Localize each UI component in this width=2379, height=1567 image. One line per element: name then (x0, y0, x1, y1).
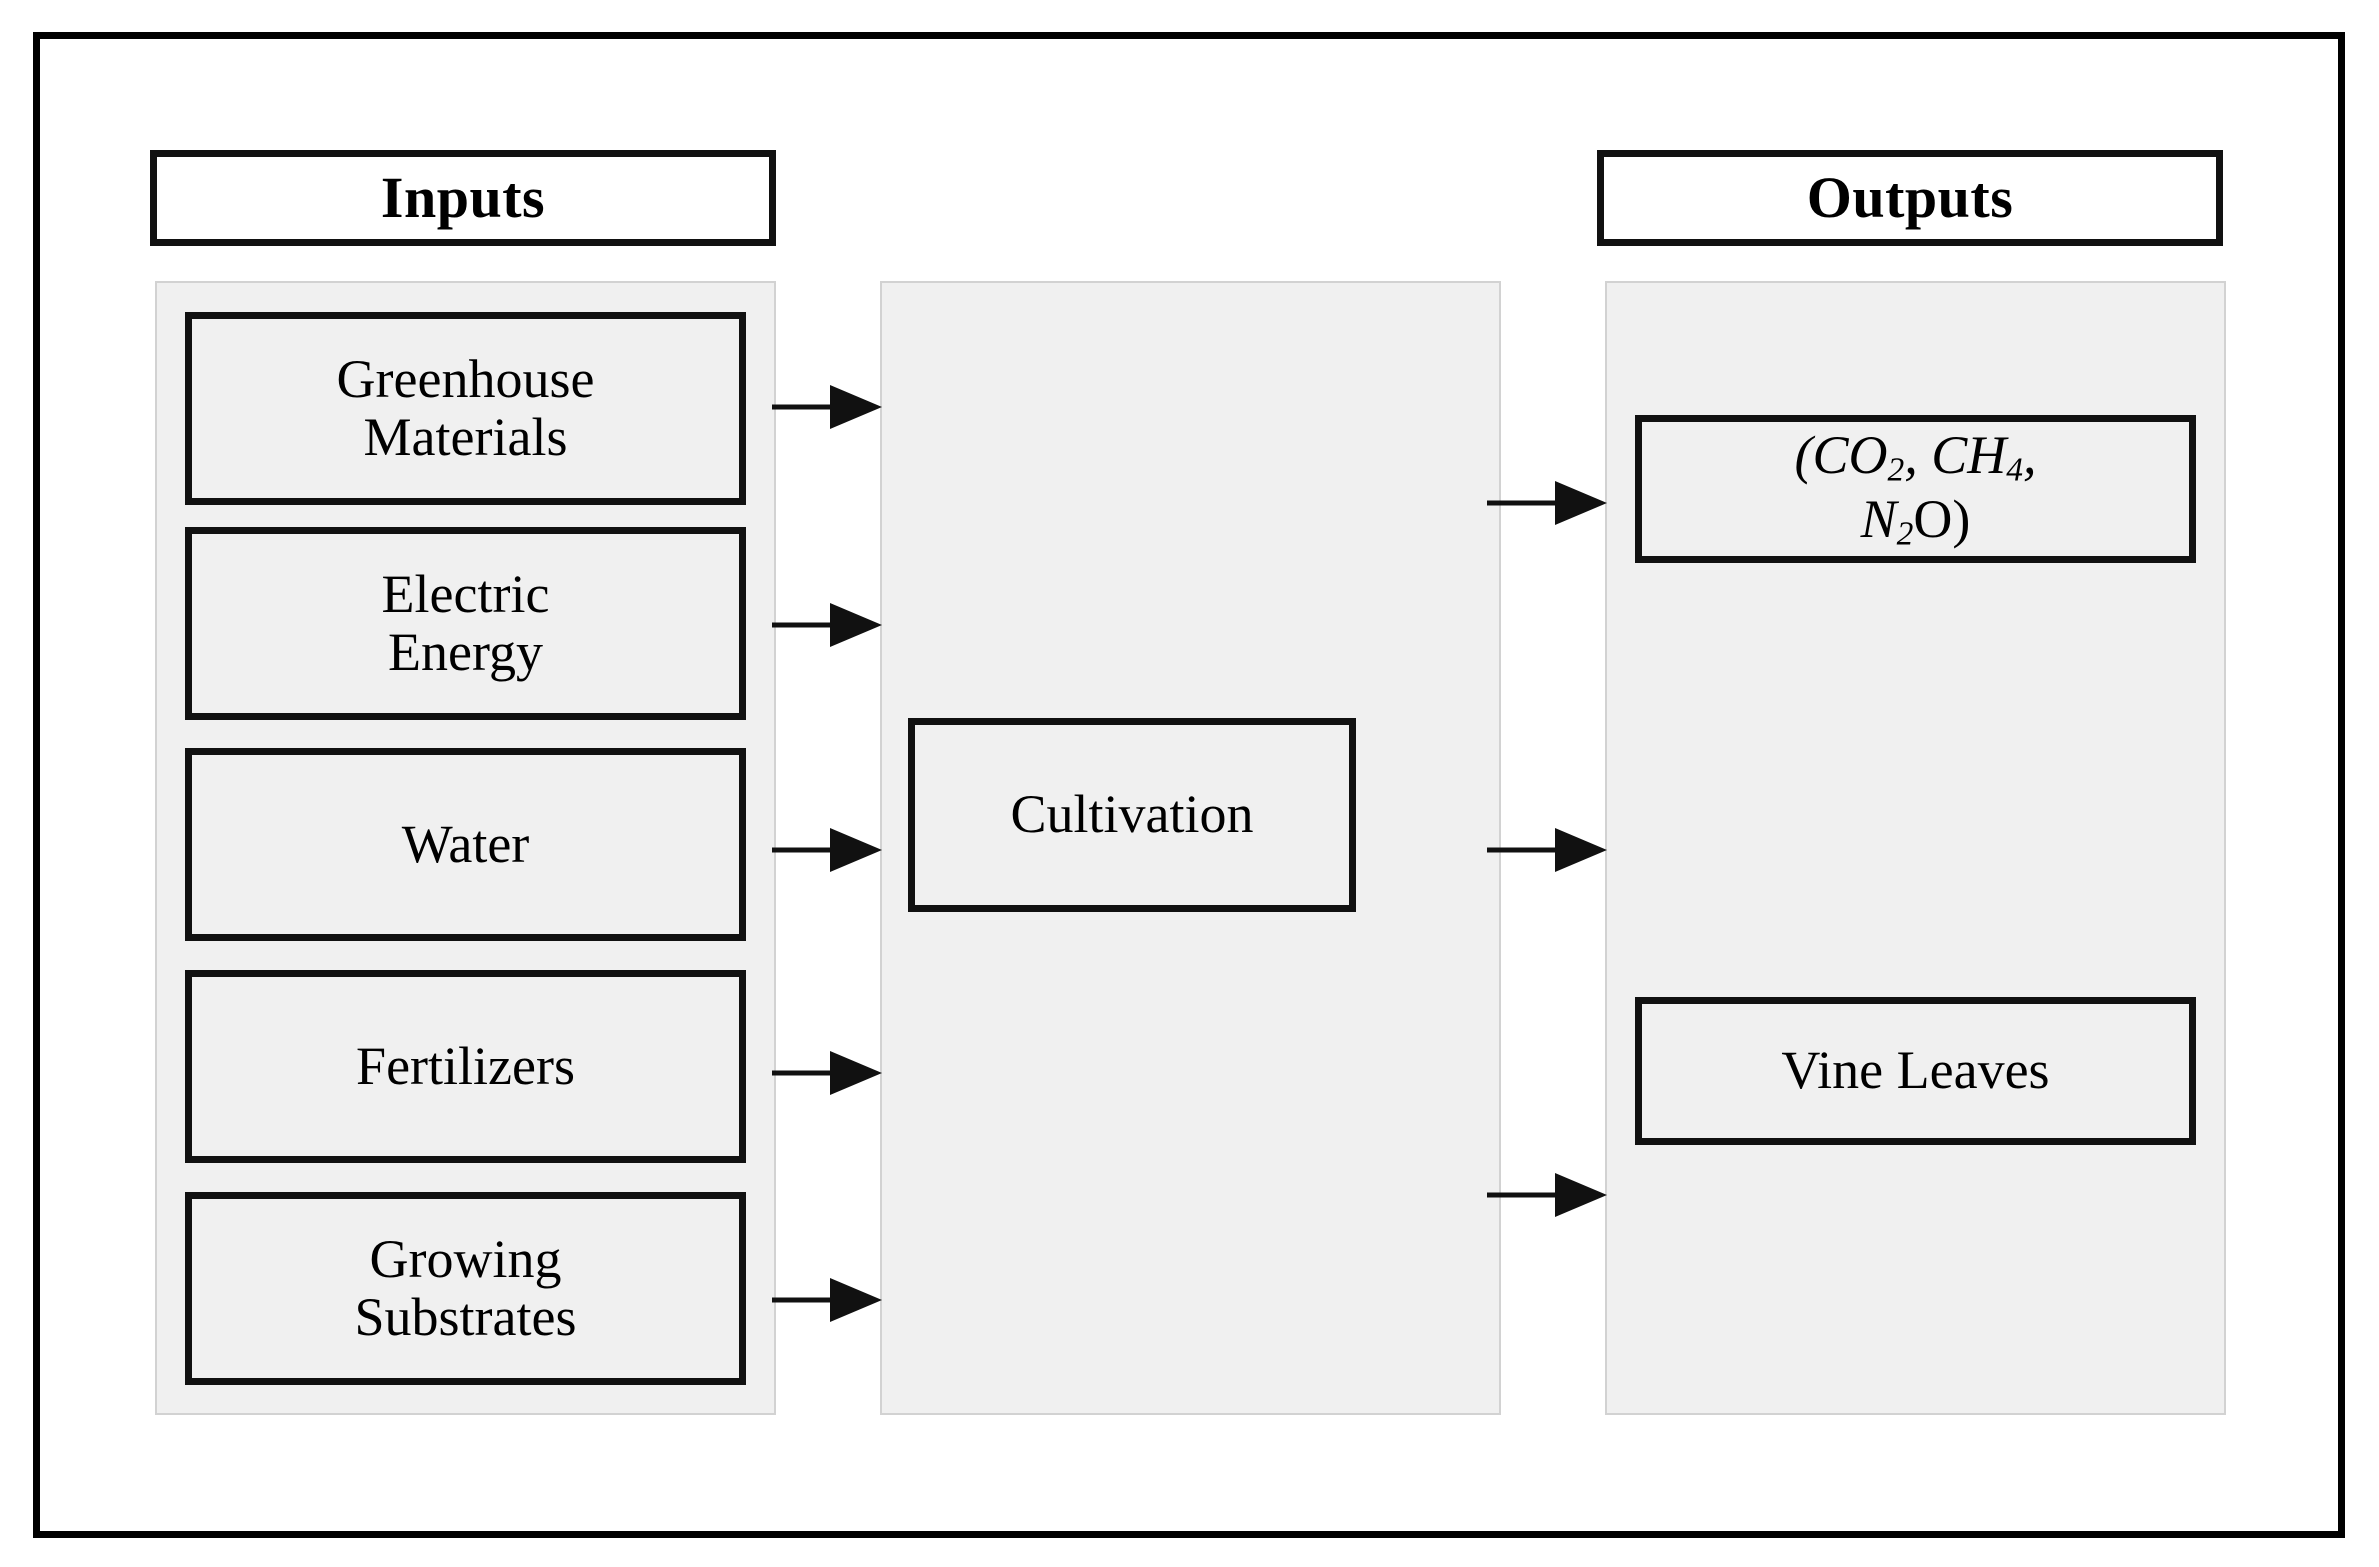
emissions-n-subscript: 2 (1896, 515, 1914, 553)
input-label-line1: Electric (381, 564, 550, 625)
arrow-cultivation-to-vine-leaves (1487, 1165, 1609, 1225)
arrow-water-to-cultivation (772, 820, 884, 880)
process-box-cultivation: Cultivation (908, 718, 1356, 912)
input-label-water: Water (401, 813, 530, 874)
input-label-electric-energy: Electric Energy (382, 566, 550, 680)
emissions-close-paren: ) (1952, 489, 1971, 549)
outputs-header-box: Outputs (1597, 150, 2223, 246)
output-box-vine-leaves: Vine Leaves (1635, 997, 2196, 1145)
input-label-line1: Growing (369, 1229, 562, 1290)
arrow-cultivation-to-outputs-middle (1487, 820, 1609, 880)
input-box-growing-substrates: Growing Substrates (185, 1192, 746, 1385)
inputs-header-box: Inputs (150, 150, 776, 246)
input-box-electric-energy: Electric Energy (185, 527, 746, 720)
inputs-header-label: Inputs (380, 165, 546, 230)
process-label-cultivation: Cultivation (1010, 784, 1254, 845)
emissions-open-paren: ( (1794, 425, 1813, 486)
input-label-line2: Substrates (354, 1286, 577, 1347)
input-box-greenhouse-materials: Greenhouse Materials (185, 312, 746, 505)
output-label-vine-leaves: Vine Leaves (1781, 1040, 2050, 1101)
emissions-co: CO (1812, 425, 1888, 486)
diagram-outer-frame (33, 32, 2345, 1538)
input-label-line1: Greenhouse (336, 349, 595, 410)
input-label-fertilizers: Fertilizers (356, 1035, 575, 1096)
output-label-emissions: (CO2, CH4,N2O) (1795, 425, 2037, 553)
arrow-growing-substrates-to-cultivation (772, 1270, 884, 1330)
emissions-ch: CH (1931, 425, 2007, 486)
emissions-n: N (1860, 489, 1897, 549)
input-label-greenhouse-materials: Greenhouse Materials (337, 351, 595, 465)
emissions-co-subscript: 2 (1887, 451, 1905, 489)
arrow-greenhouse-materials-to-cultivation (772, 377, 884, 437)
outputs-header-label: Outputs (1806, 165, 2014, 230)
input-label-line2: Energy (388, 621, 543, 682)
emissions-comma-1: , (1904, 425, 1932, 486)
arrow-electric-energy-to-cultivation (772, 595, 884, 655)
arrow-fertilizers-to-cultivation (772, 1043, 884, 1103)
input-box-fertilizers: Fertilizers (185, 970, 746, 1163)
emissions-comma-2: , (2022, 425, 2037, 486)
input-label-line2: Materials (363, 406, 568, 467)
emissions-ch-subscript: 4 (2006, 451, 2023, 489)
arrow-cultivation-to-emissions (1487, 473, 1609, 533)
emissions-o: O (1913, 489, 1953, 549)
input-label-growing-substrates: Growing Substrates (355, 1231, 577, 1345)
output-box-emissions: (CO2, CH4,N2O) (1635, 415, 2196, 563)
input-box-water: Water (185, 748, 746, 941)
